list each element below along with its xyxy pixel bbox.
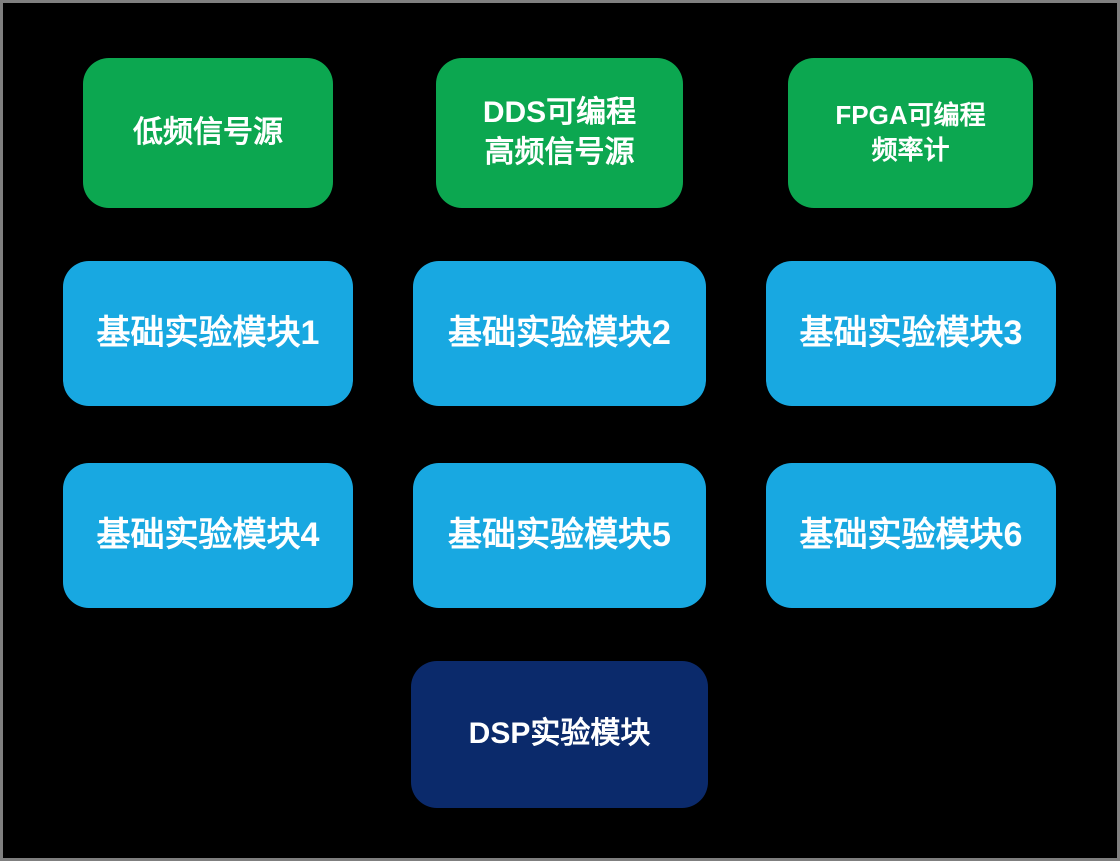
block-fpga-programmable-frequency-counter: FPGA可编程 频率计 [788, 58, 1033, 208]
block-basic-experiment-module-4: 基础实验模块4 [63, 463, 353, 608]
block-basic-experiment-module-1: 基础实验模块1 [63, 261, 353, 406]
block-dds-programmable-hf-signal-source: DDS可编程 高频信号源 [436, 58, 683, 208]
block-dsp-experiment-module: DSP实验模块 [411, 661, 708, 808]
block-low-frequency-signal-source: 低频信号源 [83, 58, 333, 208]
block-basic-experiment-module-5: 基础实验模块5 [413, 463, 706, 608]
block-basic-experiment-module-2: 基础实验模块2 [413, 261, 706, 406]
block-basic-experiment-module-6: 基础实验模块6 [766, 463, 1056, 608]
block-basic-experiment-module-3: 基础实验模块3 [766, 261, 1056, 406]
